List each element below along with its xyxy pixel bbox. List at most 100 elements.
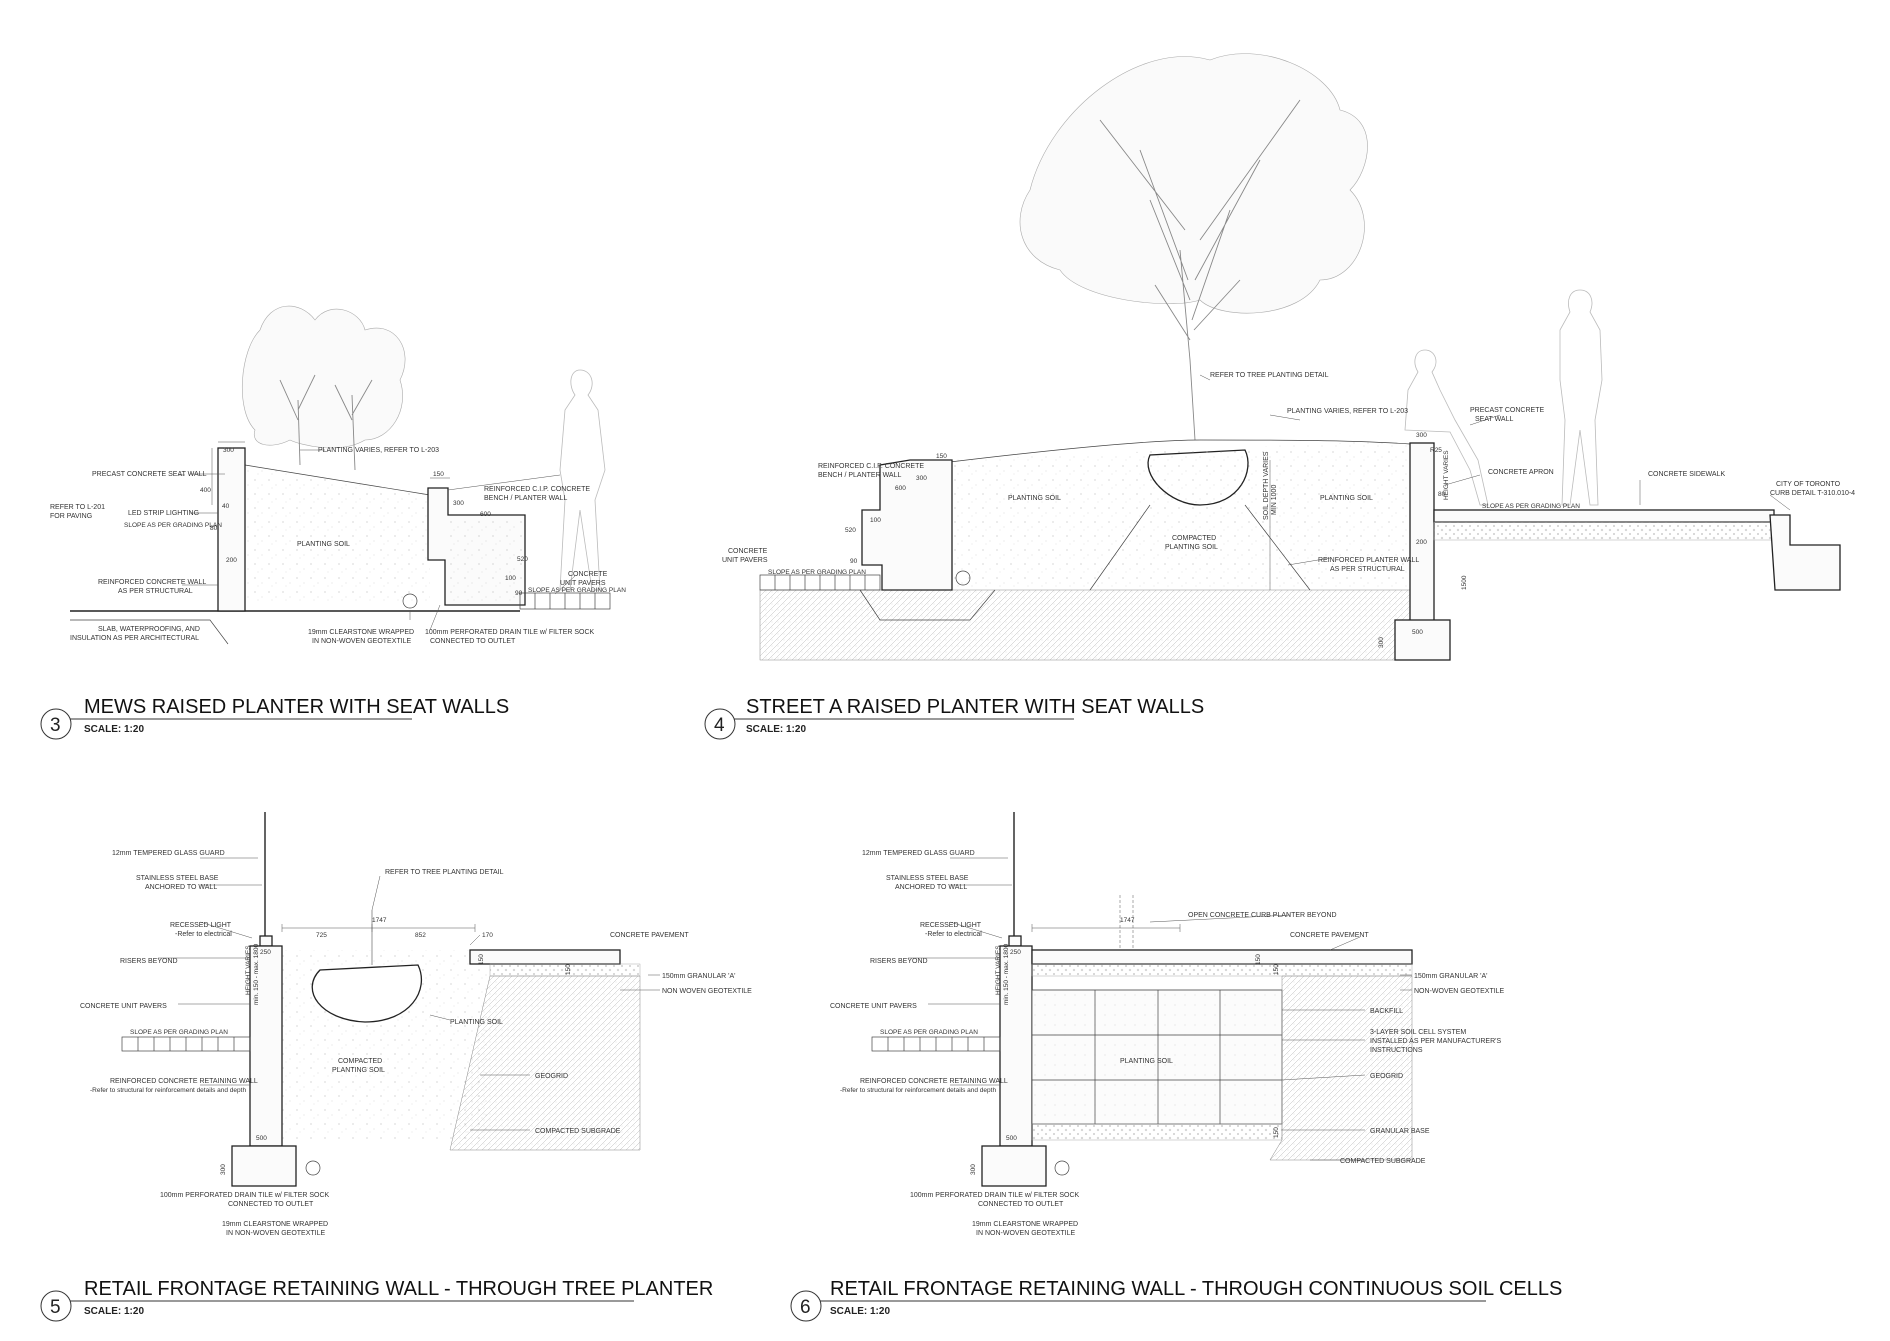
detail-title: RETAIL FRONTAGE RETAINING WALL - THROUGH… <box>84 1278 713 1300</box>
callout: PLANTING SOIL <box>1008 495 1061 502</box>
callout: REFER TO TREE PLANTING DETAIL <box>385 869 504 876</box>
detail-5-text: 12mm TEMPERED GLASS GUARD STAINLESS STEE… <box>80 850 752 1237</box>
dimension: 300 <box>970 1164 977 1175</box>
callout: -Refer to structural for reinforcement d… <box>90 1087 246 1094</box>
detail-number: 6 <box>800 1297 811 1318</box>
callout: OPEN CONCRETE CURB PLANTER BEYOND <box>1188 912 1337 919</box>
tree-drawing <box>1019 53 1368 441</box>
detail-6-soil-cells <box>871 812 1413 1187</box>
detail-number-circle <box>790 1290 822 1322</box>
dimension: 90 <box>850 558 858 565</box>
dimension: 100 <box>505 575 516 582</box>
detail-number-circle <box>704 708 736 740</box>
detail-number-circle <box>40 708 72 740</box>
unit-pavers <box>759 574 881 591</box>
callout: RECESSED LIGHT <box>170 922 232 929</box>
callout: CITY OF TORONTO <box>1776 481 1841 488</box>
callout: LED STRIP LIGHTING <box>128 510 199 517</box>
callout: COMPACTED <box>1172 535 1216 542</box>
callout: INSTALLED AS PER MANUFACTURER'S <box>1370 1038 1501 1045</box>
callout: CONCRETE SIDEWALK <box>1648 471 1725 478</box>
callout: ANCHORED TO WALL <box>145 884 217 891</box>
detail-scale: SCALE: 1:20 <box>830 1306 890 1317</box>
callout: PLANTING SOIL <box>297 541 350 548</box>
detail-5-title-block: 5 RETAIL FRONTAGE RETAINING WALL - THROU… <box>40 1278 713 1322</box>
callout: HEIGHT VARIES <box>995 945 1002 995</box>
callout: GEOGRID <box>535 1073 568 1080</box>
callout: HEIGHT VARIES <box>1443 450 1450 500</box>
dimension: 520 <box>845 527 856 534</box>
dimension: 250 <box>1010 949 1021 956</box>
dimension: 80 <box>1438 491 1446 498</box>
callout: HEIGHT VARIES <box>245 945 252 995</box>
callout: REINFORCED C.I.P. CONCRETE <box>818 463 924 470</box>
callout: SLOPE AS PER GRADING PLAN <box>880 1029 978 1036</box>
callout: BACKFILL <box>1370 1008 1403 1015</box>
detail-title: MEWS RAISED PLANTER WITH SEAT WALLS <box>84 696 509 718</box>
callout: REINFORCED CONCRETE RETAINING WALL <box>110 1078 258 1085</box>
callout: -Refer to electrical <box>175 931 232 938</box>
detail-scale: SCALE: 1:20 <box>84 1306 144 1317</box>
callout: CONCRETE <box>568 571 608 578</box>
callout: IN NON-WOVEN GEOTEXTILE <box>312 638 412 645</box>
callout: CONCRETE APRON <box>1488 469 1554 476</box>
dimension: 500 <box>1006 1135 1017 1142</box>
callout: -Refer to electrical <box>925 931 982 938</box>
callout: CONNECTED TO OUTLET <box>430 638 516 645</box>
callout: CONCRETE PAVEMENT <box>610 932 689 939</box>
person-silhouette <box>559 369 606 591</box>
callout: SLOPE AS PER GRADING PLAN <box>124 522 222 529</box>
callout: 12mm TEMPERED GLASS GUARD <box>112 850 225 857</box>
callout: 100mm PERFORATED DRAIN TILE w/ FILTER SO… <box>160 1192 330 1199</box>
dimension: 250 <box>260 949 271 956</box>
callout: SOIL DEPTH VARIES <box>1263 451 1270 520</box>
detail-4-title-block: 4 STREET A RAISED PLANTER WITH SEAT WALL… <box>704 696 1204 740</box>
callout: 19mm CLEARSTONE WRAPPED <box>972 1221 1078 1228</box>
callout: RISERS BEYOND <box>870 958 928 965</box>
callout: INSTRUCTIONS <box>1370 1047 1423 1054</box>
callout: AS PER STRUCTURAL <box>1330 566 1405 573</box>
callout: 3-LAYER SOIL CELL SYSTEM <box>1370 1029 1466 1036</box>
unit-pavers <box>121 1036 251 1052</box>
callout: 100mm PERFORATED DRAIN TILE w/ FILTER SO… <box>910 1192 1080 1199</box>
detail-title: STREET A RAISED PLANTER WITH SEAT WALLS <box>746 696 1204 718</box>
callout: RISERS BEYOND <box>120 958 178 965</box>
callout: SLAB, WATERPROOFING, AND <box>98 626 200 633</box>
dimension: 300 <box>223 447 234 454</box>
dimension: 300 <box>1416 432 1427 439</box>
dimension: 852 <box>415 932 426 939</box>
callout: CONCRETE UNIT PAVERS <box>830 1003 917 1010</box>
callout: min. 150 - max. 1800 <box>253 944 260 1005</box>
callout: BENCH / PLANTER WALL <box>484 495 567 502</box>
detail-title: RETAIL FRONTAGE RETAINING WALL - THROUGH… <box>830 1278 1562 1300</box>
dimension: 300 <box>916 475 927 482</box>
callout: -Refer to structural for reinforcement d… <box>840 1087 996 1094</box>
callout: REFER TO TREE PLANTING DETAIL <box>1210 372 1329 379</box>
detail-number: 3 <box>50 715 61 736</box>
detail-3-mews-raised-planter <box>70 305 611 645</box>
callout: SLOPE AS PER GRADING PLAN <box>768 569 866 576</box>
dimension: 520 <box>517 556 528 563</box>
dimension: 300 <box>1378 637 1385 648</box>
callout: GEOGRID <box>1370 1073 1403 1080</box>
callout: REINFORCED C.I.P. CONCRETE <box>484 486 590 493</box>
callout: 12mm TEMPERED GLASS GUARD <box>862 850 975 857</box>
dimension: 150 <box>936 453 947 460</box>
callout: CONCRETE UNIT PAVERS <box>80 1003 167 1010</box>
person-silhouette <box>1559 289 1603 506</box>
callout: COMPACTED SUBGRADE <box>1340 1158 1426 1165</box>
callout: ANCHORED TO WALL <box>895 884 967 891</box>
dimension: 100 <box>870 517 881 524</box>
dimension: 150 <box>1273 964 1280 975</box>
detail-4-street-a-raised-planter <box>759 53 1841 661</box>
callout: UNIT PAVERS <box>560 580 606 587</box>
callout: MIN 1000 <box>1271 485 1278 515</box>
person-silhouette <box>1404 349 1489 506</box>
callout: PLANTING SOIL <box>1120 1058 1173 1065</box>
callout: AS PER STRUCTURAL <box>118 588 193 595</box>
detail-number: 4 <box>714 715 725 736</box>
callout: IN NON-WOVEN GEOTEXTILE <box>976 1230 1076 1237</box>
detail-number: 5 <box>50 1297 61 1318</box>
dimension: 500 <box>256 1135 267 1142</box>
